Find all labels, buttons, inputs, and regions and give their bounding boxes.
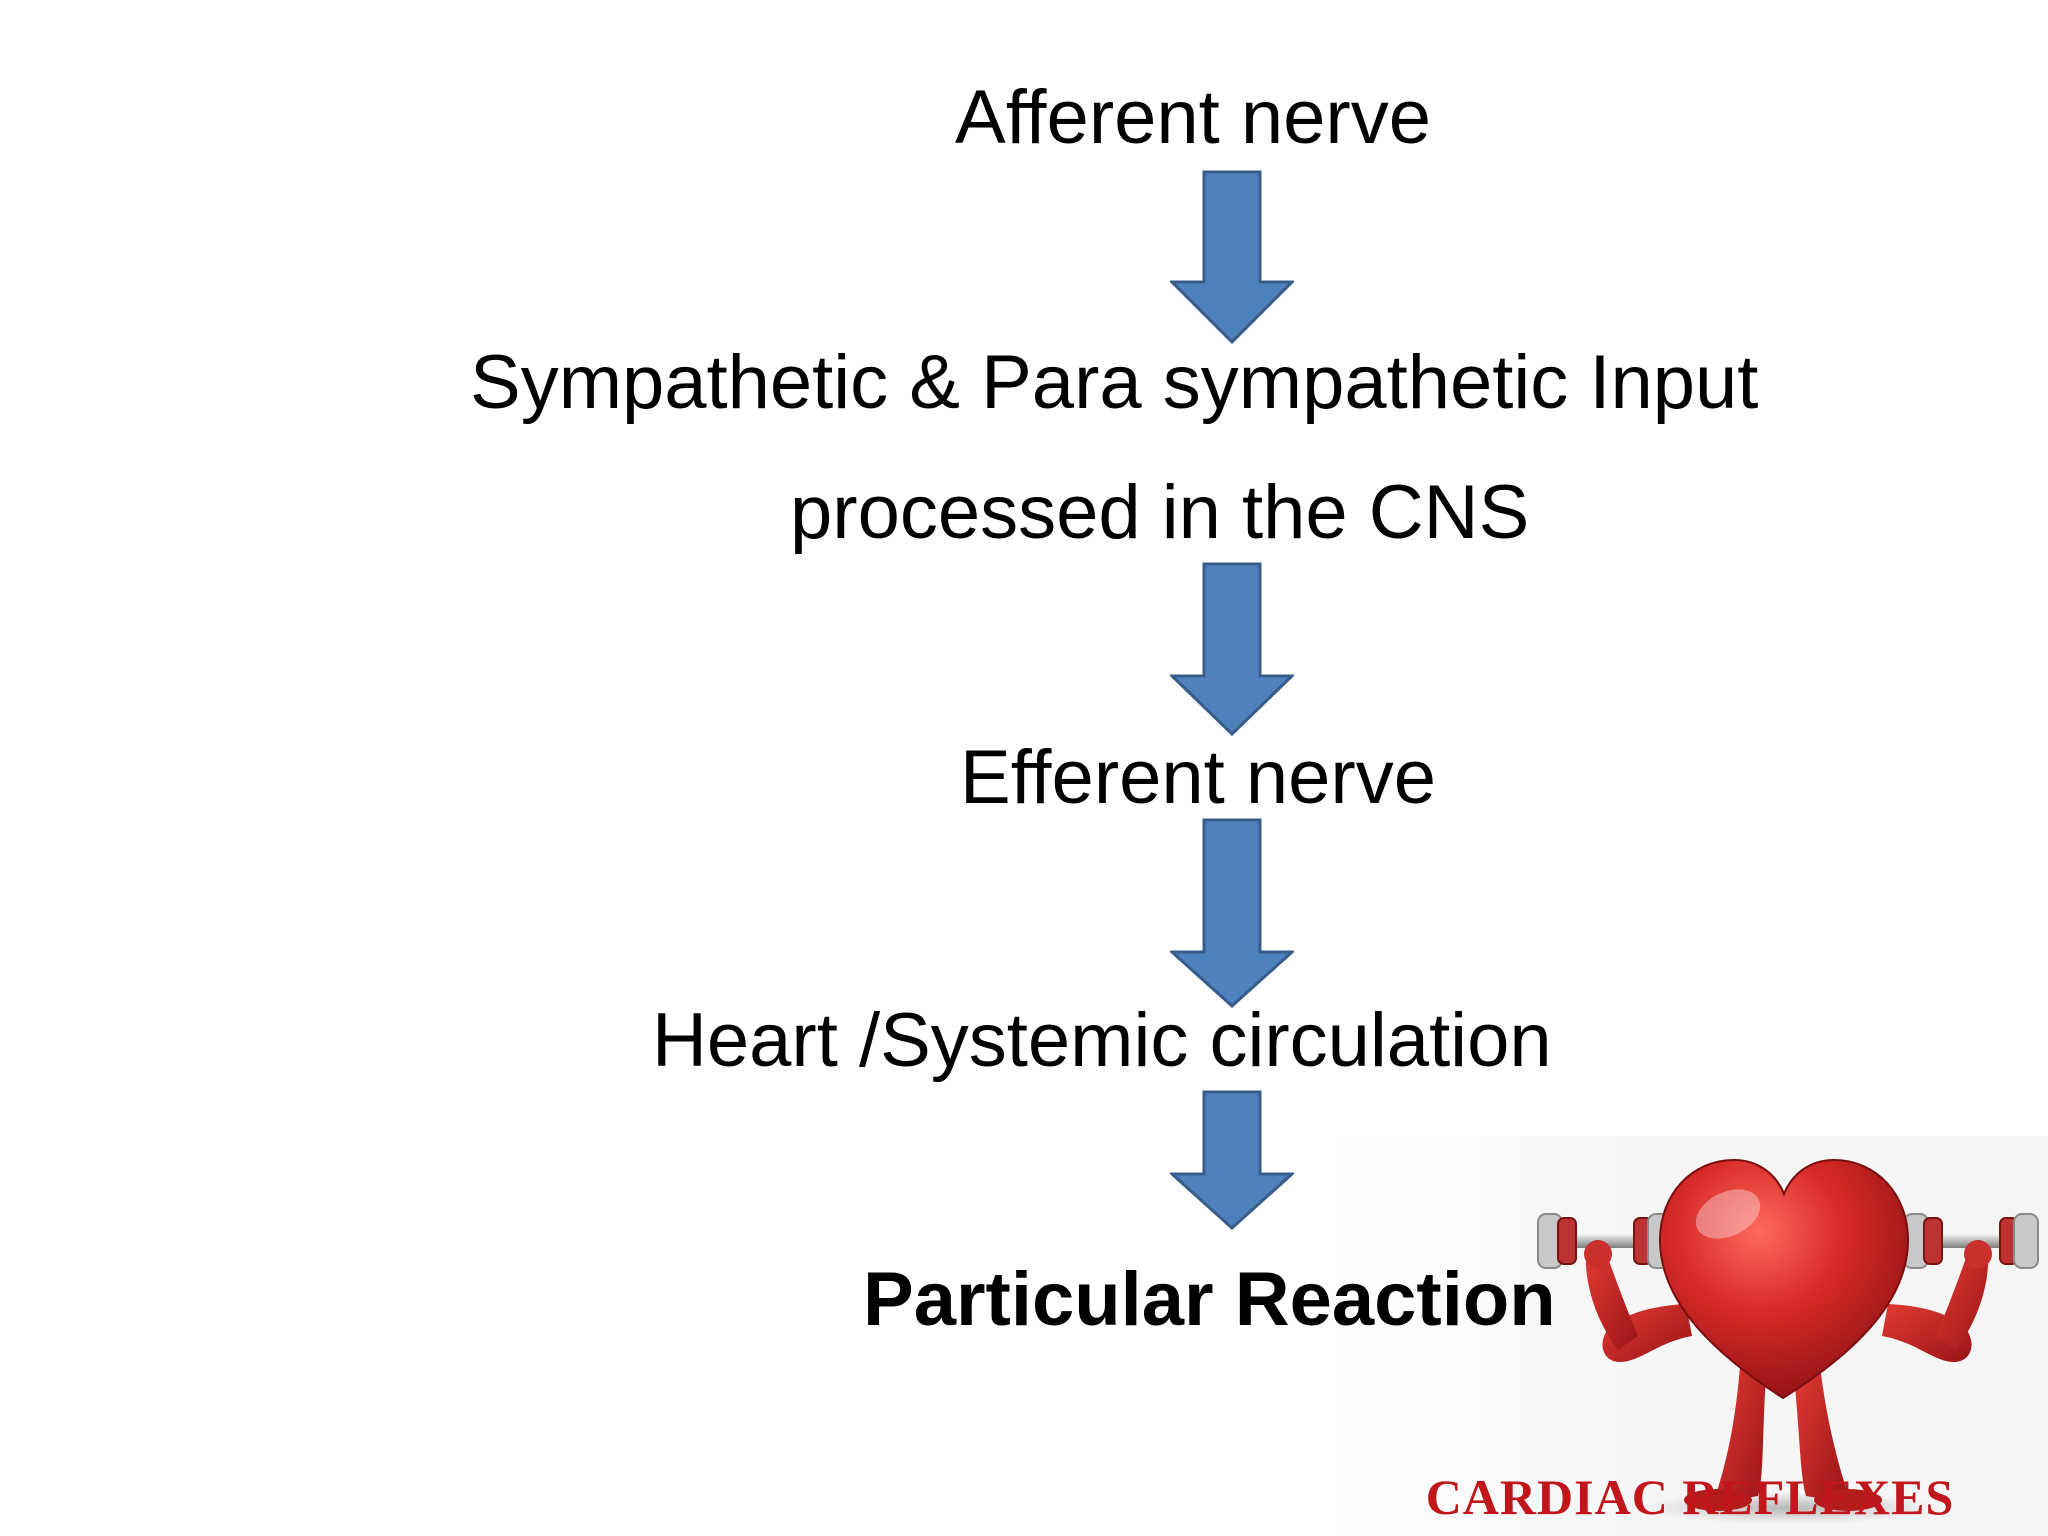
heart-illustration <box>1288 1136 2048 1536</box>
step-particular-reaction: Particular Reaction <box>863 1257 1556 1342</box>
down-arrow-icon <box>1170 562 1294 736</box>
step-autonomic-input: Sympathetic & Para sympathetic Input <box>470 340 1759 425</box>
step-afferent-nerve: Afferent nerve <box>955 75 1432 160</box>
footer-title: CARDIAC REFLEXES <box>1425 1469 1955 1525</box>
step-efferent-nerve: Efferent nerve <box>960 735 1437 820</box>
down-arrow-icon <box>1170 818 1294 1008</box>
down-arrow-icon <box>1170 170 1294 344</box>
step-heart-circulation: Heart /Systemic circulation <box>652 998 1552 1083</box>
down-arrow-icon <box>1170 1090 1294 1230</box>
step-cns-processing: processed in the CNS <box>790 470 1530 555</box>
